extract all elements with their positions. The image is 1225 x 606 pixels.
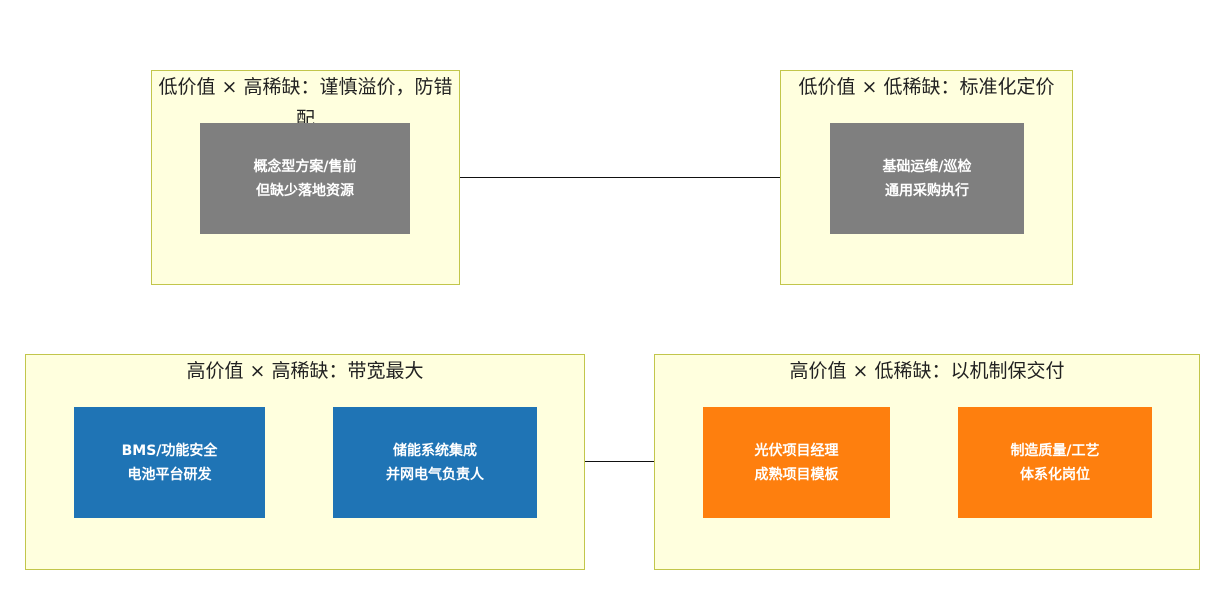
node-line-1: 基础运维/巡检 [882,158,972,175]
node-basic-ops: 基础运维/巡检 通用采购执行 [830,123,1024,234]
group-low-value-low-scarcity: 低价值 × 低稀缺：标准化定价 基础运维/巡检 通用采购执行 [780,70,1073,285]
node-line-1: 光伏项目经理 [754,442,839,459]
node-line-2: 电池平台研发 [127,466,212,483]
node-line-2: 体系化岗位 [1020,466,1090,483]
group-title: 低价值 × 低稀缺：标准化定价 [798,76,1055,98]
node-line-1: 制造质量/工艺 [1010,442,1100,459]
node-quality-process: 制造质量/工艺 体系化岗位 [958,407,1152,518]
group-title: 高价值 × 低稀缺：以机制保交付 [789,360,1065,382]
group-low-value-high-scarcity: 低价值 × 高稀缺：谨慎溢价，防错配 概念型方案/售前 但缺少落地资源 [151,70,460,285]
connector-top [459,177,781,178]
group-high-value-low-scarcity: 高价值 × 低稀缺：以机制保交付 光伏项目经理 成熟项目模板 制造质量/工艺 体… [654,354,1200,570]
node-line-2: 成熟项目模板 [754,466,839,483]
node-line-1: BMS/功能安全 [121,442,218,459]
node-line-2: 并网电气负责人 [386,466,484,483]
group-title: 低价值 × 高稀缺：谨慎溢价，防错配 [158,76,453,126]
node-pv-pm: 光伏项目经理 成熟项目模板 [703,407,890,518]
group-title: 高价值 × 高稀缺：带宽最大 [186,360,424,382]
group-high-value-high-scarcity: 高价值 × 高稀缺：带宽最大 BMS/功能安全 电池平台研发 储能系统集成 并网… [25,354,585,570]
node-concept-presales: 概念型方案/售前 但缺少落地资源 [200,123,410,234]
node-line-2: 通用采购执行 [885,182,969,199]
node-line-1: 储能系统集成 [393,442,477,459]
node-bms-safety: BMS/功能安全 电池平台研发 [74,407,265,518]
node-line-2: 但缺少落地资源 [256,182,354,199]
connector-bottom [584,461,655,462]
node-storage-integration: 储能系统集成 并网电气负责人 [333,407,537,518]
node-line-1: 概念型方案/售前 [253,158,357,175]
